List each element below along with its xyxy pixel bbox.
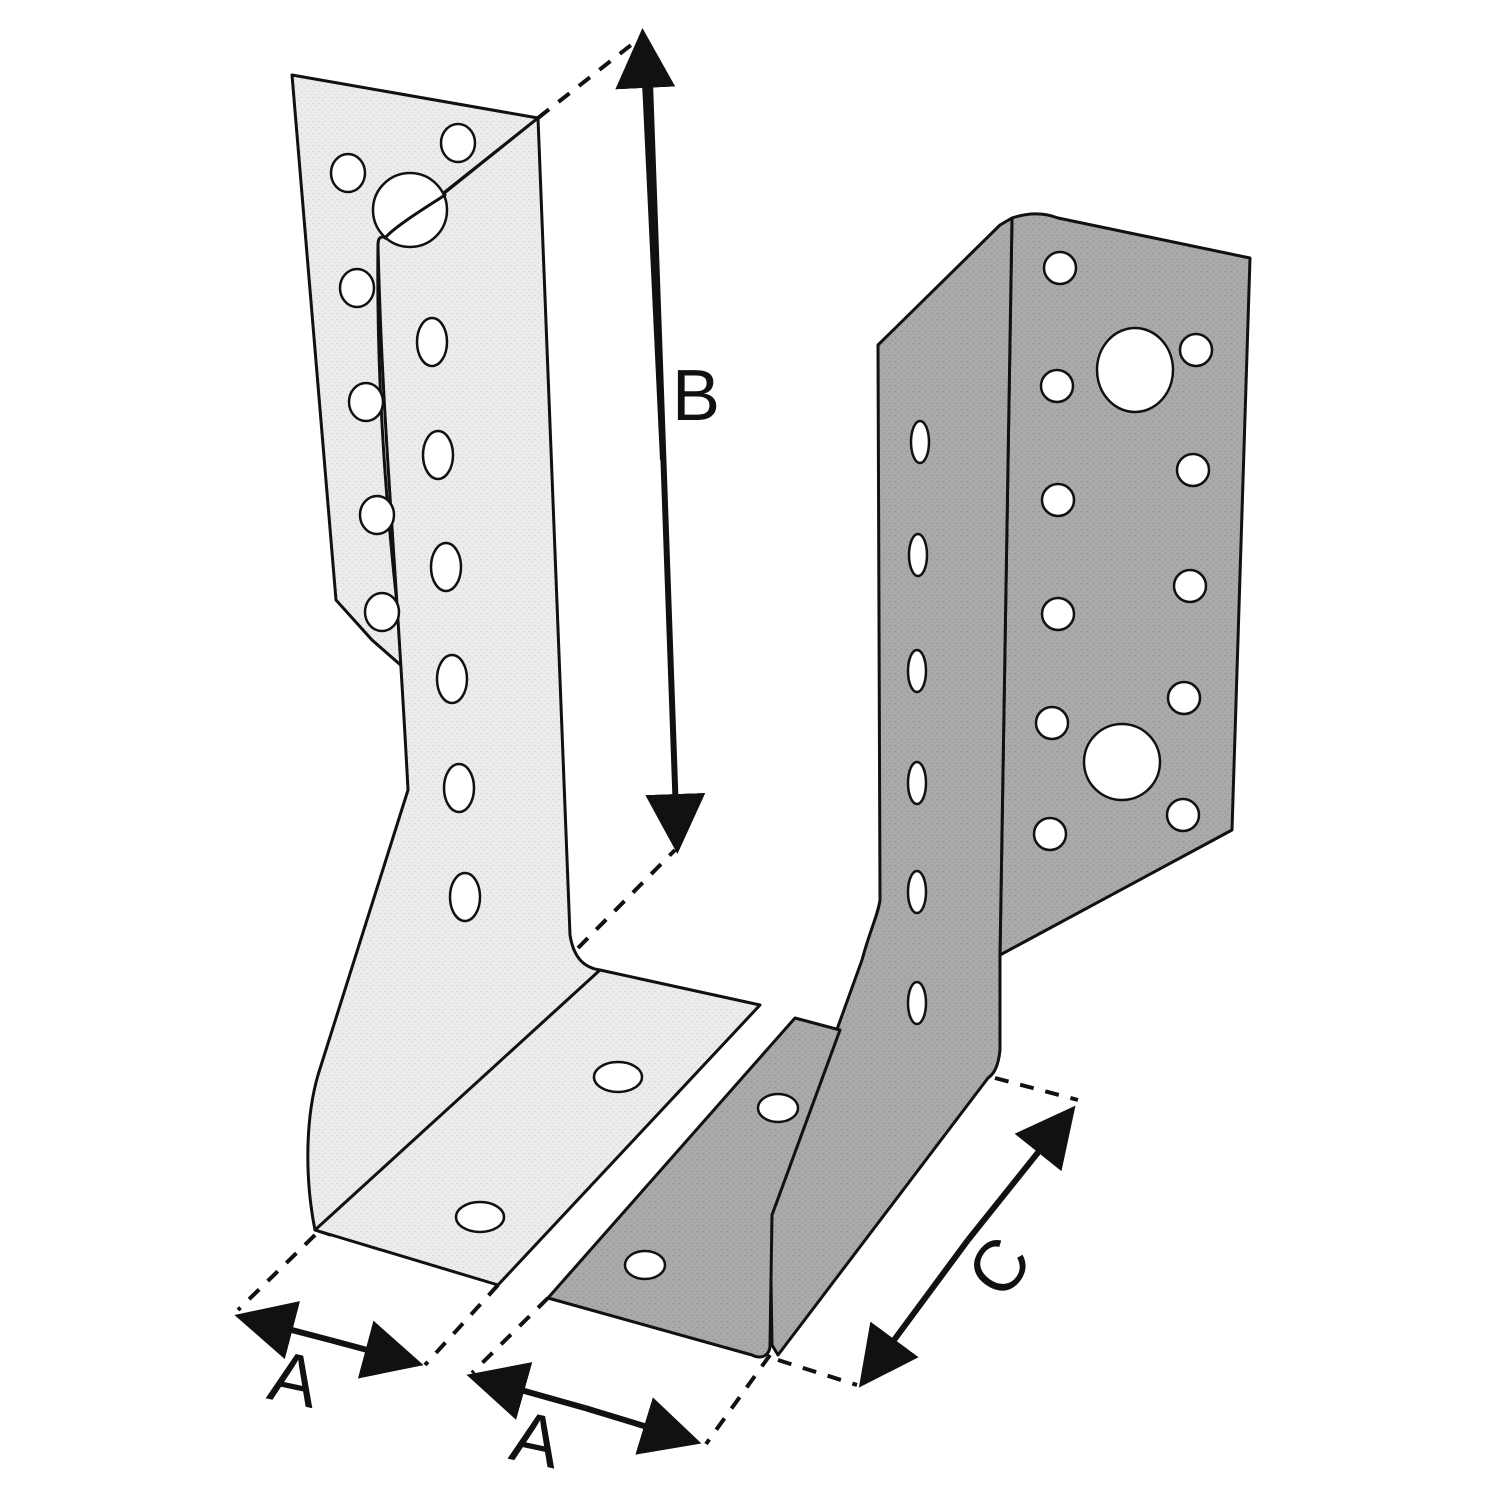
oval-hole	[435, 653, 469, 705]
hole	[439, 122, 477, 164]
right-bracket	[546, 212, 1252, 1359]
hole	[1178, 332, 1214, 368]
oval-hole	[448, 871, 482, 923]
oval-hole	[906, 760, 928, 806]
oval-hole	[442, 762, 476, 814]
hole	[1034, 705, 1070, 741]
hole	[1032, 816, 1068, 852]
seat-hole	[454, 1200, 506, 1234]
dimension-label-a-left: A	[262, 1336, 326, 1424]
hole	[1165, 797, 1201, 833]
oval-hole	[906, 648, 928, 694]
hole	[1040, 596, 1076, 632]
oval-hole	[429, 541, 463, 593]
dimension-label-c: C	[952, 1223, 1047, 1311]
hole	[1040, 482, 1076, 518]
oval-hole	[421, 429, 455, 481]
oval-hole	[907, 532, 929, 578]
hole	[329, 152, 367, 194]
oval-hole	[415, 316, 449, 368]
hole	[363, 591, 401, 633]
dimension-label-a-right: A	[504, 1396, 568, 1484]
oval-hole	[906, 869, 928, 915]
hole	[1175, 452, 1211, 488]
hole	[338, 267, 376, 309]
dimension-c-arrow	[965, 1105, 1076, 1242]
oval-hole	[906, 980, 928, 1026]
right-bracket-vertical-face	[768, 216, 1014, 1357]
large-hole	[1082, 722, 1162, 802]
dimension-label-b: B	[672, 356, 720, 436]
oval-hole	[909, 419, 931, 465]
hole	[1042, 250, 1078, 286]
dimension-a-right-arrow	[584, 1397, 702, 1455]
hole	[1039, 368, 1075, 404]
dimension-a-left-arrow	[329, 1320, 424, 1379]
large-hole	[1095, 326, 1175, 414]
seat-hole	[756, 1092, 800, 1124]
dimension-lines	[234, 28, 1079, 1455]
dimension-b-arrow	[645, 81, 706, 854]
hole	[1166, 680, 1202, 716]
seat-hole	[592, 1060, 644, 1094]
seat-hole	[623, 1249, 667, 1281]
left-bracket	[290, 73, 762, 1287]
hole	[358, 494, 396, 536]
hole	[1172, 568, 1208, 604]
hole	[347, 381, 385, 423]
large-hole	[371, 171, 449, 249]
